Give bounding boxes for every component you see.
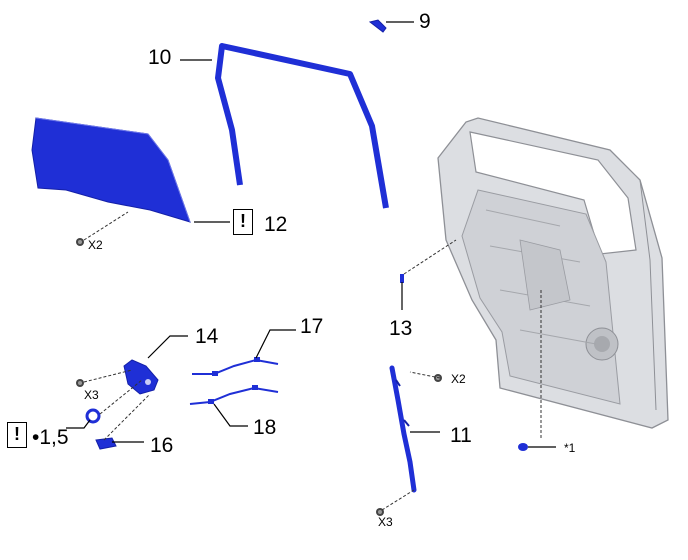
label-ref-1: *1 <box>564 441 576 455</box>
label-x3-channel-screws: X3 <box>378 515 393 529</box>
label-part-17: 17 <box>300 315 324 338</box>
handle-assembly-part-14 <box>123 359 159 395</box>
screw-handle <box>76 379 84 387</box>
label-part-13: 13 <box>389 317 413 340</box>
label-part-10: 10 <box>148 46 172 69</box>
label-part-16: 16 <box>150 434 174 457</box>
label-part-14: 14 <box>195 325 219 348</box>
leader-lines <box>66 21 556 448</box>
run-channel-part-10 <box>215 43 389 209</box>
label-x2-glass-screws: X2 <box>88 238 103 252</box>
screw-glass <box>76 238 84 246</box>
caution-note-icon: ! <box>233 209 253 235</box>
label-part-12: 12 <box>264 213 288 236</box>
label-x3-handle-screws: X3 <box>84 388 99 402</box>
label-part-11: 11 <box>450 424 472 447</box>
clip-part-13 <box>400 274 404 283</box>
label-x2-channel-screws: X2 <box>451 372 466 386</box>
label-part-18: 18 <box>253 416 277 439</box>
small-trim-part-9 <box>368 19 387 33</box>
cable-part-17 <box>192 357 279 376</box>
ring-part-1-5 <box>85 408 101 424</box>
rear-channel-part-11 <box>389 365 417 493</box>
lock-part-16 <box>95 437 117 450</box>
door-glass-part-12 <box>31 117 191 223</box>
label-part-9: 9 <box>419 10 431 33</box>
hole-plug-ref1 <box>518 443 528 451</box>
rear-door-panel <box>437 117 669 429</box>
label-part-1-5: •1,5 <box>32 426 69 449</box>
dashed-guide-lines <box>83 211 542 511</box>
cable-part-18 <box>189 385 279 405</box>
caution-note-icon-2: ! <box>7 422 27 448</box>
